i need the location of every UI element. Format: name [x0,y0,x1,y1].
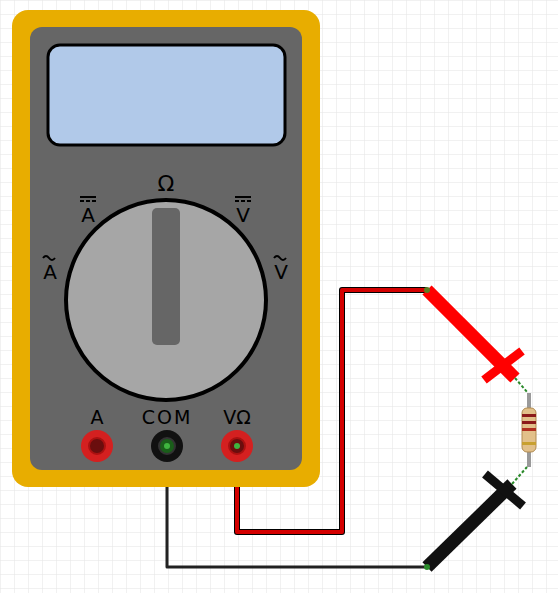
com-jack-pin [164,443,170,449]
black-probe-tip [512,467,527,484]
com-jack-hole [159,438,175,454]
ohm-mode-label: Ω [158,173,175,195]
com-jack [151,430,183,462]
dial-pointer [152,208,180,345]
v-ohm-terminal-label: VΩ [223,408,251,427]
ac-current-label: A [43,262,57,282]
com-terminal-label: COM [142,408,193,427]
a-jack-hole [89,438,105,454]
black-probe-handle [427,484,512,567]
v-ohm-jack [221,430,253,462]
ac-voltage-label: V [274,262,288,282]
selector-dial [66,200,266,400]
meter-housing [12,10,320,487]
a-jack [81,430,113,462]
a-terminal-label: A [91,408,104,427]
dc-current-label: A [81,205,95,225]
mode-symbols [43,197,286,260]
black-probe-end [424,564,430,570]
red-probe-guard [484,351,522,380]
dc-voltage-label: V [236,205,250,225]
red-probe-tip [515,378,528,393]
resistor-symbol [522,393,536,467]
display-screen [48,45,285,145]
meter-face [30,27,302,470]
v-ohm-jack-pin [234,443,240,449]
red-probe-end [424,287,430,293]
v-ohm-jack-hole [229,438,245,454]
